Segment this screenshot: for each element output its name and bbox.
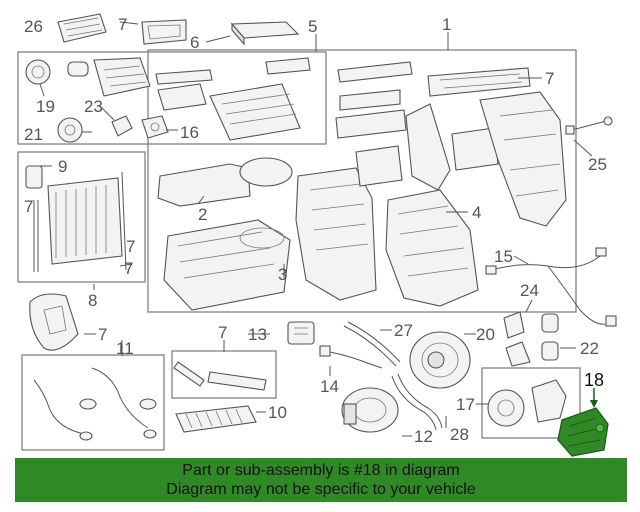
callout-2: 2 <box>198 205 207 224</box>
part-17-actuator-gear[interactable] <box>487 379 567 427</box>
part-21-gear[interactable] <box>57 117 83 143</box>
parts-diagram: 26 7 6 5 1 7 19 23 21 16 9 7 2 4 25 7 7 … <box>17 13 617 457</box>
part-3-lower-case[interactable] <box>163 219 291 311</box>
banner-line-2: Diagram may not be specific to your vehi… <box>166 481 476 498</box>
part-14-wire[interactable] <box>319 345 383 369</box>
part-23-housing-group[interactable] <box>67 57 151 137</box>
part-27-hose[interactable] <box>343 321 401 367</box>
callout-23: 23 <box>84 97 103 116</box>
callout-11: 11 <box>116 339 134 358</box>
callout-13: 13 <box>248 325 267 344</box>
part-20-wheel[interactable] <box>409 331 471 389</box>
callout-7: 7 <box>118 15 127 34</box>
group-box-pipes <box>21 354 165 451</box>
part-2-duct[interactable] <box>157 157 293 207</box>
info-banner: Part or sub-assembly is #18 in diagram D… <box>15 458 627 502</box>
callout-17: 17 <box>456 395 475 414</box>
callout-19: 19 <box>36 97 55 116</box>
callout-4: 4 <box>472 203 481 222</box>
part-19-ring[interactable] <box>25 59 51 85</box>
part-26-vent[interactable] <box>57 13 107 43</box>
callout-9: 9 <box>58 157 67 176</box>
part-7-filter-seals[interactable] <box>173 361 267 391</box>
part-upper-box-modules[interactable] <box>155 57 311 141</box>
group-box-main <box>147 49 577 313</box>
callout-21: 21 <box>24 125 43 144</box>
part-10-filter[interactable] <box>175 405 257 433</box>
callout-8: 8 <box>88 291 97 310</box>
part-evaporator-core[interactable] <box>33 171 127 272</box>
part-upper-right-ducts[interactable] <box>335 61 567 227</box>
part-8-cover[interactable] <box>29 293 79 351</box>
group-box-upper-left <box>17 51 327 145</box>
banner-line-1: Part or sub-assembly is #18 in diagram <box>182 462 460 479</box>
leader-lines <box>39 21 598 437</box>
part-4-case-half[interactable] <box>385 189 479 307</box>
part-7-seal-top[interactable] <box>141 19 187 45</box>
callout-7: 7 <box>126 237 135 256</box>
callout-6: 6 <box>190 33 199 52</box>
part-6-filter[interactable] <box>230 21 300 46</box>
callout-12: 12 <box>414 427 433 446</box>
callout-18: 18 <box>584 370 604 390</box>
callout-15: 15 <box>494 247 513 266</box>
group-box-evaporator <box>17 151 146 283</box>
callout-20: 20 <box>476 325 495 344</box>
callout-14: 14 <box>320 377 339 396</box>
callout-7: 7 <box>98 325 107 344</box>
group-box-actuators <box>481 367 581 439</box>
part-24-sensor[interactable] <box>503 311 531 367</box>
callout-7: 7 <box>545 69 554 88</box>
callout-7: 7 <box>24 197 33 216</box>
part-9-bracket[interactable] <box>25 165 43 189</box>
part-25-screw[interactable] <box>565 116 613 135</box>
part-12-blower-motor[interactable] <box>341 387 399 433</box>
callout-22: 22 <box>580 339 599 358</box>
part-case-center[interactable] <box>295 167 377 301</box>
part-16-actuator[interactable] <box>141 115 169 139</box>
callout-24: 24 <box>520 281 539 300</box>
callout-10: 10 <box>268 403 287 422</box>
callout-25: 25 <box>588 155 607 174</box>
part-22-gear[interactable] <box>541 313 559 361</box>
callout-16: 16 <box>180 123 199 142</box>
callout-26: 26 <box>24 17 43 36</box>
callout-27: 27 <box>394 321 413 340</box>
part-11-pipes[interactable] <box>33 367 157 441</box>
part-28-hose[interactable] <box>391 373 443 431</box>
callout-1: 1 <box>442 15 451 34</box>
callout-3: 3 <box>278 265 287 284</box>
part-13-connector[interactable] <box>287 321 315 345</box>
part-18-actuator-highlighted[interactable] <box>557 407 609 457</box>
callout-7: 7 <box>124 259 133 278</box>
callout-7: 7 <box>218 323 227 342</box>
callout-28: 28 <box>450 425 469 444</box>
part-15-harness[interactable] <box>485 247 617 327</box>
callout-5: 5 <box>308 17 317 36</box>
